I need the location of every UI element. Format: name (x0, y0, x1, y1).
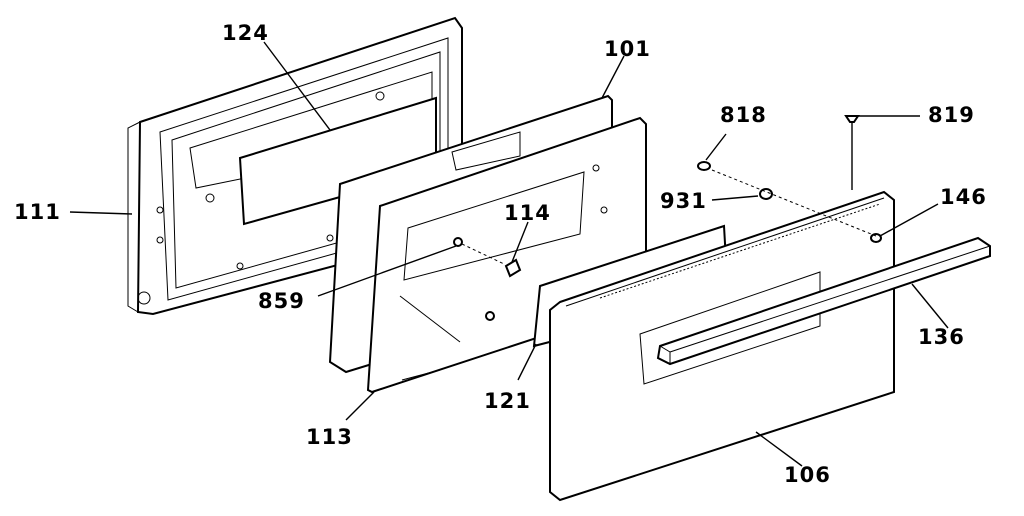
label-818: 818 (720, 103, 767, 127)
label-931: 931 (660, 189, 707, 213)
label-101: 101 (604, 37, 651, 61)
leader-931 (711, 195, 759, 201)
label-111: 111 (14, 200, 61, 224)
leader-146 (879, 203, 939, 237)
leader-111 (69, 211, 133, 215)
label-106: 106 (784, 463, 831, 487)
leader-136 (911, 283, 949, 329)
leader-113 (345, 391, 375, 421)
part-859-screws (453, 237, 505, 321)
leader-818 (705, 133, 727, 161)
part-818-bumper (697, 161, 711, 171)
label-146: 146 (940, 185, 987, 209)
part-146-grommet (870, 233, 882, 243)
part-819-screw (844, 115, 860, 190)
label-136: 136 (918, 325, 965, 349)
leader-114 (511, 221, 529, 263)
leader-121 (517, 343, 537, 381)
label-121: 121 (484, 389, 531, 413)
label-819: 819 (928, 103, 975, 127)
label-114: 114 (504, 201, 551, 225)
leader-859 (317, 245, 457, 297)
label-859: 859 (258, 289, 305, 313)
label-113: 113 (306, 425, 353, 449)
part-931-washer (759, 188, 773, 200)
leader-106 (755, 431, 803, 467)
leader-101 (601, 55, 625, 99)
leader-124 (263, 41, 331, 131)
part-136-handle (656, 236, 991, 366)
label-124: 124 (222, 21, 269, 45)
